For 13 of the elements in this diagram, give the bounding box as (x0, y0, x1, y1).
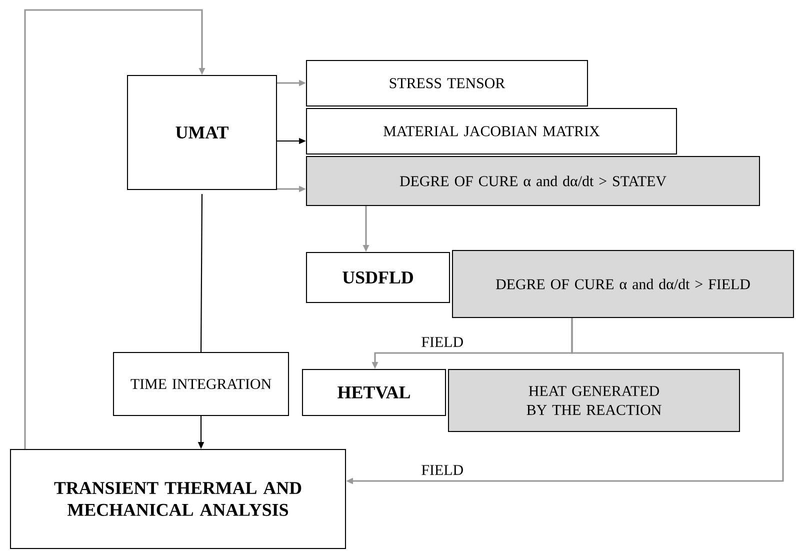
process-box: UMAT (127, 75, 277, 190)
analysis-box: TRANSIENT THERMAL AND MECHANICAL ANALYSIS (10, 449, 346, 549)
output-box: DEGRE OF CURE α and dα/dt > FIELD (452, 250, 794, 318)
arrow (24, 9, 206, 449)
output-box: HEAT GENERATED BY THE REACTION (448, 369, 740, 432)
process-box: HETVAL (302, 369, 446, 416)
process-box: USDFLD (306, 252, 450, 303)
edge-label: FIELD (420, 464, 465, 476)
output-box: STRESS TENSOR (306, 60, 588, 106)
process-box: TIME INTEGRATION (113, 352, 289, 416)
output-box: MATERIAL JACOBIAN MATRIX (306, 108, 677, 154)
output-box: DEGRE OF CURE α and dα/dt > STATEV (306, 156, 760, 206)
edge-label: FIELD (420, 336, 465, 348)
